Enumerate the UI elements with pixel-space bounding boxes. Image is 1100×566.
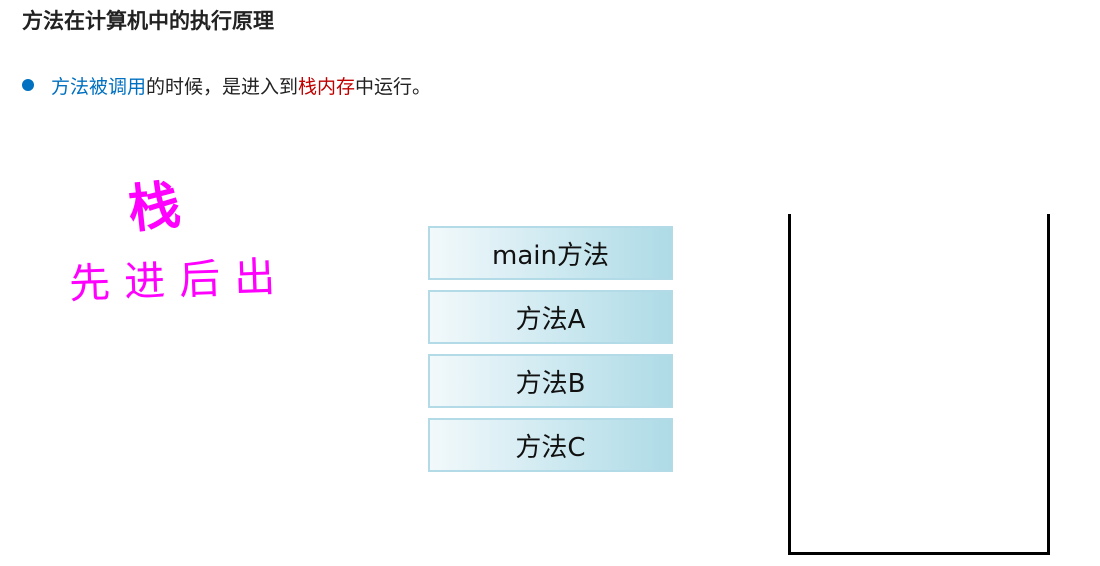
slide-title: 方法在计算机中的执行原理 <box>22 9 274 33</box>
handwritten-lifo-label: 先进后出 <box>68 252 290 308</box>
method-box-main[interactable]: main方法 <box>428 226 673 280</box>
method-box-c[interactable]: 方法C <box>428 418 673 472</box>
bullet-point: 方法被调用 的时候，是进入到 栈内存 中运行。 <box>22 72 431 98</box>
bullet-text-middle: 的时候，是进入到 <box>146 75 299 98</box>
method-list: main方法 方法A 方法B 方法C <box>428 226 673 482</box>
method-box-b[interactable]: 方法B <box>428 354 673 408</box>
stack-container <box>788 214 1050 555</box>
bullet-text-method-called: 方法被调用 <box>51 75 147 98</box>
bullet-text-stack-memory: 栈内存 <box>298 75 356 98</box>
method-box-a[interactable]: 方法A <box>428 290 673 344</box>
bullet-text-end: 中运行。 <box>355 75 432 98</box>
bullet-dot-icon <box>22 79 34 91</box>
handwritten-stack-label: 栈 <box>125 175 184 241</box>
